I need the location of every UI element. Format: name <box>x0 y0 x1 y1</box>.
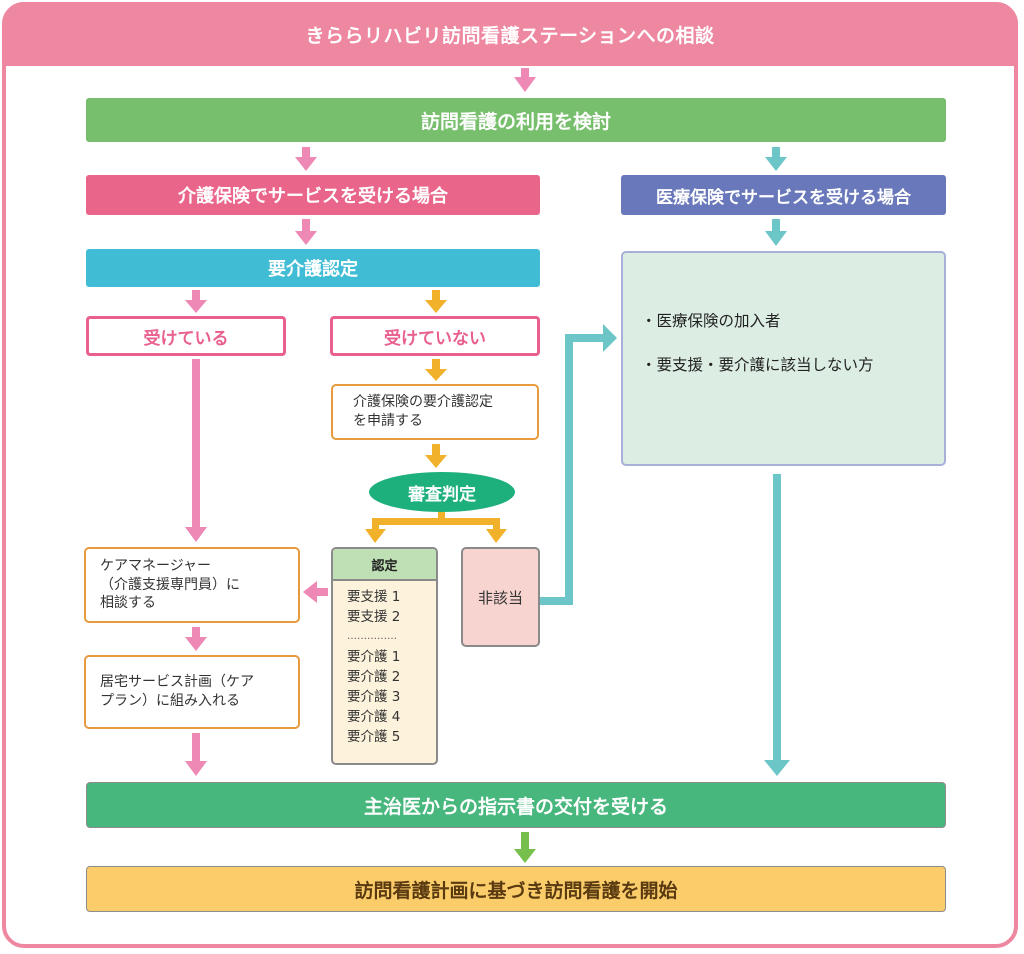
care-plan-line: 居宅サービス計画（ケア <box>100 674 254 691</box>
care-level: 要介護 5 <box>347 729 401 745</box>
review-step: 審査判定 <box>369 472 515 512</box>
care-plan-line: プラン）に組み入れる <box>100 693 240 709</box>
care-level: 要介護 4 <box>347 709 401 725</box>
not-applicable-box: 非該当 <box>461 547 540 647</box>
care-manager-line: ケアマネージャー <box>100 557 212 574</box>
care-certification-step: 要介護認定 <box>86 249 540 287</box>
kaigo-insurance-route: 介護保険でサービスを受ける場合 <box>86 175 540 215</box>
iryo-insurance-route: 医療保険でサービスを受ける場合 <box>621 175 946 215</box>
certification-title: 認定 <box>333 549 436 581</box>
support-level: 要支援 2 <box>347 609 401 625</box>
care-manager-step: ケアマネージャー （介護支援専門員）に 相談する <box>84 547 300 623</box>
apply-certification-step: 介護保険の要介護認定 を申請する <box>331 384 539 440</box>
apply-line: 介護保険の要介護認定 <box>353 394 493 411</box>
care-plan-step: 居宅サービス計画（ケア プラン）に組み入れる <box>84 655 300 729</box>
support-level: 要支援 1 <box>347 589 401 605</box>
iryo-condition: ・要支援・要介護に該当しない方 <box>641 356 874 374</box>
care-manager-line: （介護支援専門員）に <box>100 576 240 593</box>
iryo-conditions-panel: ・医療保険の加入者 ・要支援・要介護に該当しない方 <box>621 251 946 466</box>
care-level: 要介護 2 <box>347 669 401 685</box>
start-visit-step: 訪問看護計画に基づき訪問看護を開始 <box>86 866 946 912</box>
iryo-condition: ・医療保険の加入者 <box>641 312 781 330</box>
apply-line: を申請する <box>353 413 423 429</box>
doctor-instruction-step: 主治医からの指示書の交付を受ける <box>86 782 946 828</box>
care-manager-line: 相談する <box>100 595 156 612</box>
certified-option: 受けている <box>86 316 286 356</box>
not-certified-option: 受けていない <box>330 316 540 356</box>
consider-step: 訪問看護の利用を検討 <box>86 98 946 142</box>
level-separator: …………… <box>347 631 397 642</box>
care-level: 要介護 1 <box>347 649 401 665</box>
certification-box: 認定 要支援 1 要支援 2 …………… 要介護 1 要介護 2 要介護 3 要… <box>331 547 438 765</box>
header-title: きららリハビリ訪問看護ステーションへの相談 <box>2 2 1018 66</box>
care-level: 要介護 3 <box>347 689 401 705</box>
